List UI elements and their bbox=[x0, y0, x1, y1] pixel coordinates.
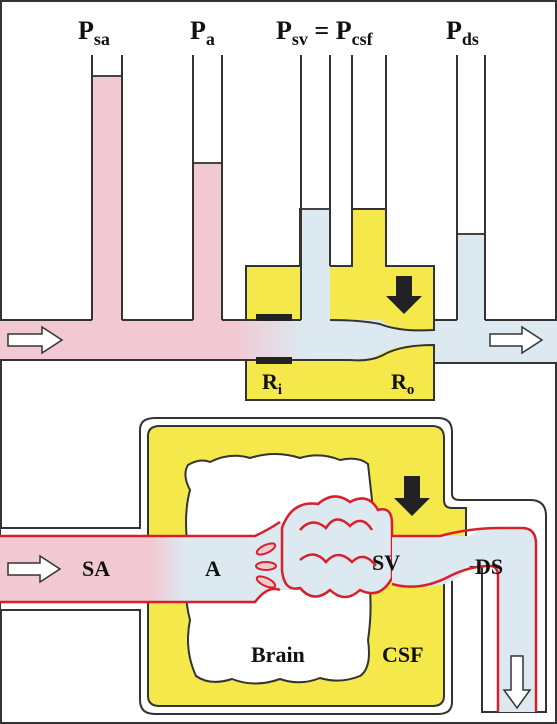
resistor-ri-bottom bbox=[256, 357, 292, 364]
main-pipe bbox=[0, 320, 557, 363]
label-pds: Pds bbox=[446, 16, 479, 49]
label-sa: SA bbox=[82, 556, 110, 581]
tube-pds bbox=[457, 234, 485, 320]
pressure-arrow-down-icon bbox=[386, 276, 422, 314]
flow-arrow-down-icon bbox=[502, 655, 532, 710]
tube-pa bbox=[193, 163, 222, 320]
artery-vessel bbox=[0, 522, 300, 602]
label-sv: SV bbox=[372, 550, 400, 575]
bottom-panel: SA A SV DS Brain CSF bbox=[0, 417, 547, 715]
vein-vessel bbox=[392, 528, 536, 712]
flow-arrow-in-icon bbox=[7, 554, 62, 584]
label-psa: Psa bbox=[78, 16, 110, 49]
capillary-bed bbox=[280, 495, 394, 599]
label-ro: Ro bbox=[391, 369, 414, 398]
top-panel: Psa Pa Psv = Pcsf Pds Ri Ro bbox=[0, 16, 557, 401]
label-brain: Brain bbox=[251, 642, 305, 667]
label-csf: CSF bbox=[382, 642, 424, 667]
pressure-arrow-down-icon bbox=[394, 476, 430, 516]
tube-psv bbox=[301, 209, 330, 320]
label-a: A bbox=[205, 556, 221, 581]
tube-psa bbox=[92, 76, 122, 320]
label-ri: Ri bbox=[262, 369, 282, 398]
label-pa: Pa bbox=[190, 16, 215, 49]
flow-arrow-in-icon bbox=[7, 325, 64, 355]
label-ds: DS bbox=[475, 554, 503, 579]
resistor-ri-top bbox=[256, 314, 292, 321]
label-psv-pcsf: Psv = Pcsf bbox=[276, 16, 374, 49]
flow-arrow-out-icon bbox=[489, 325, 544, 355]
